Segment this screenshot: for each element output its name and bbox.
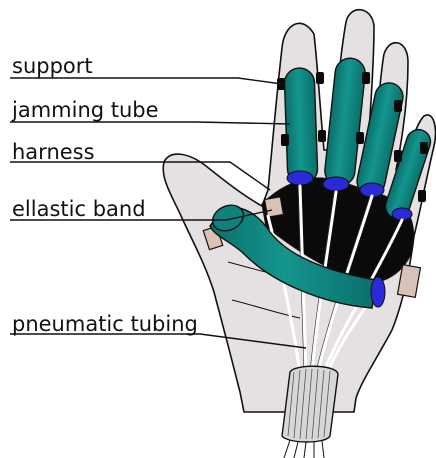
label-elastic-band: ellastic band bbox=[12, 198, 146, 220]
label-pneumatic-tubing: pneumatic tubing bbox=[12, 313, 198, 335]
tubing-exit bbox=[284, 440, 324, 458]
label-harness: harness bbox=[12, 141, 95, 163]
elastic-band-patch bbox=[265, 197, 284, 218]
wrist-sleeve bbox=[282, 366, 338, 442]
palm-tube-connector bbox=[371, 277, 385, 307]
label-support: support bbox=[12, 55, 93, 77]
label-jamming-tube: jamming tube bbox=[12, 99, 159, 121]
leader-jamming-tube bbox=[10, 122, 290, 124]
leader-support bbox=[10, 78, 282, 84]
